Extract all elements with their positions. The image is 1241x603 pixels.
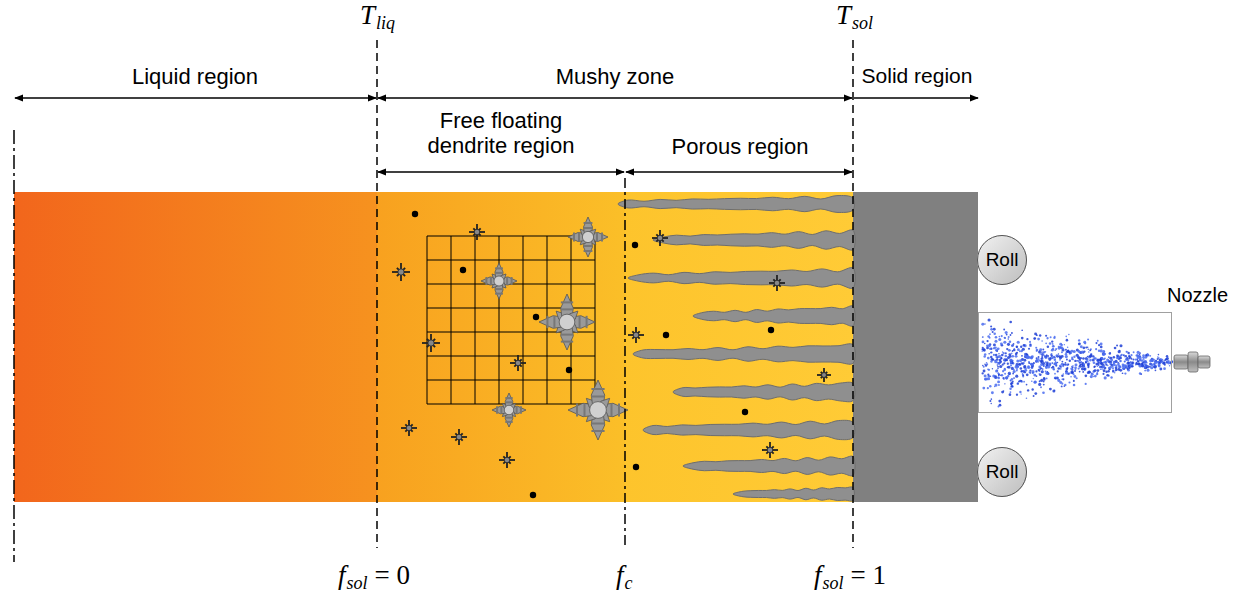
- grid-line: [451, 236, 452, 404]
- columnar-dendrite: [653, 230, 855, 250]
- boundary-lines: [14, 40, 853, 562]
- liquid-band: [14, 192, 377, 502]
- roll-body: [977, 447, 1027, 497]
- temperature-symbol: T: [836, 0, 851, 31]
- nucleus-star: [628, 327, 644, 343]
- grid-line: [595, 236, 596, 404]
- roll-body: [977, 235, 1027, 285]
- equiaxed-dendrite: [481, 263, 517, 299]
- columnar-dendrite: [643, 420, 855, 439]
- fraction-symbol: f: [814, 560, 822, 591]
- nucleus-star: [469, 224, 485, 240]
- fraction-symbol: f: [616, 560, 624, 591]
- solid-particle: [412, 211, 418, 217]
- slab: [14, 192, 978, 502]
- cooling-equipment: [977, 235, 1210, 497]
- mesh-grid: [427, 236, 595, 404]
- roll-label: Roll: [986, 249, 1019, 271]
- columnar-dendrite: [733, 487, 854, 501]
- solid-particle: [633, 464, 639, 470]
- columnar-dendrite: [618, 196, 855, 213]
- solid-particle: [530, 492, 536, 498]
- span-arrow: [378, 171, 624, 172]
- solid-particle: [632, 242, 638, 248]
- span-arrow: [854, 97, 978, 98]
- solid-shell: [853, 192, 978, 502]
- mushy-band: [377, 192, 625, 502]
- nozzle-label: Nozzle: [1167, 284, 1228, 307]
- equiaxed-dendrite: [492, 393, 526, 427]
- nucleus-star: [392, 263, 410, 281]
- fraction-symbol: f: [338, 560, 346, 591]
- columnar-dendrite: [628, 268, 855, 289]
- grid-line: [427, 380, 595, 381]
- solid-particle: [533, 314, 539, 320]
- span-arrow: [15, 97, 376, 98]
- liquidus-line: [376, 40, 378, 548]
- solid-particle: [460, 267, 466, 273]
- center-line: [13, 130, 15, 562]
- solid-particle: [768, 327, 774, 333]
- coherency-line: [624, 178, 626, 548]
- temperature-symbol: T: [360, 0, 375, 31]
- grid-line: [427, 356, 595, 357]
- columnar-dendrite: [693, 306, 855, 326]
- floating-dendrites: [392, 211, 831, 498]
- nucleus-star: [510, 355, 526, 371]
- region-label: Liquid region: [132, 64, 258, 89]
- grid-line: [547, 236, 548, 404]
- subscript: c: [625, 573, 633, 594]
- span-arrows: [15, 98, 978, 172]
- subscript: liq: [376, 13, 395, 34]
- nucleus-star: [817, 368, 831, 382]
- nucleus-star: [401, 420, 417, 436]
- nucleus-star: [422, 334, 440, 352]
- nucleus-star: [769, 275, 785, 291]
- equiaxed-dendrite: [568, 380, 628, 440]
- roll-circle: Roll: [977, 235, 1027, 285]
- region-label: Porous region: [672, 134, 809, 159]
- subscript: sol: [852, 13, 873, 34]
- nucleus-star: [499, 452, 515, 468]
- nozzle-symbol: [1174, 352, 1210, 372]
- spray-field: [978, 312, 1172, 413]
- solid-particle: [742, 409, 748, 415]
- solid-particle: [566, 367, 572, 373]
- grid-line: [523, 236, 524, 404]
- subscript: sol: [823, 573, 844, 594]
- columnar-dendrite: [683, 456, 855, 476]
- nucleus-star: [451, 429, 467, 445]
- grid-line: [427, 236, 428, 404]
- spray-droplets: [981, 318, 1173, 407]
- subscript: sol: [347, 573, 368, 594]
- equiaxed-dendrite: [568, 217, 608, 257]
- equiaxed-dendrite: [539, 294, 595, 350]
- roll-circle: Roll: [977, 447, 1027, 497]
- grid-line: [499, 236, 500, 404]
- nucleus-star: [652, 230, 668, 246]
- roll-label: Roll: [986, 461, 1019, 483]
- solid-particle: [663, 332, 669, 338]
- columnar-dendrites: [618, 196, 855, 502]
- solidus-line: [852, 40, 854, 548]
- grid-line: [427, 260, 595, 261]
- fraction-value: = 0: [375, 560, 410, 591]
- span-arrow: [626, 171, 852, 172]
- fraction-value: = 1: [851, 560, 886, 591]
- spray-box: Nozzle: [978, 312, 1172, 413]
- columnar-dendrite: [673, 382, 855, 402]
- nucleus-star: [762, 442, 778, 458]
- region-label: Free floating dendrite region: [401, 108, 601, 159]
- span-arrow: [378, 97, 852, 98]
- grid-line: [475, 236, 476, 404]
- columnar-dendrite: [633, 344, 855, 365]
- region-label: Solid region: [862, 64, 973, 88]
- region-label: Mushy zone: [556, 64, 675, 89]
